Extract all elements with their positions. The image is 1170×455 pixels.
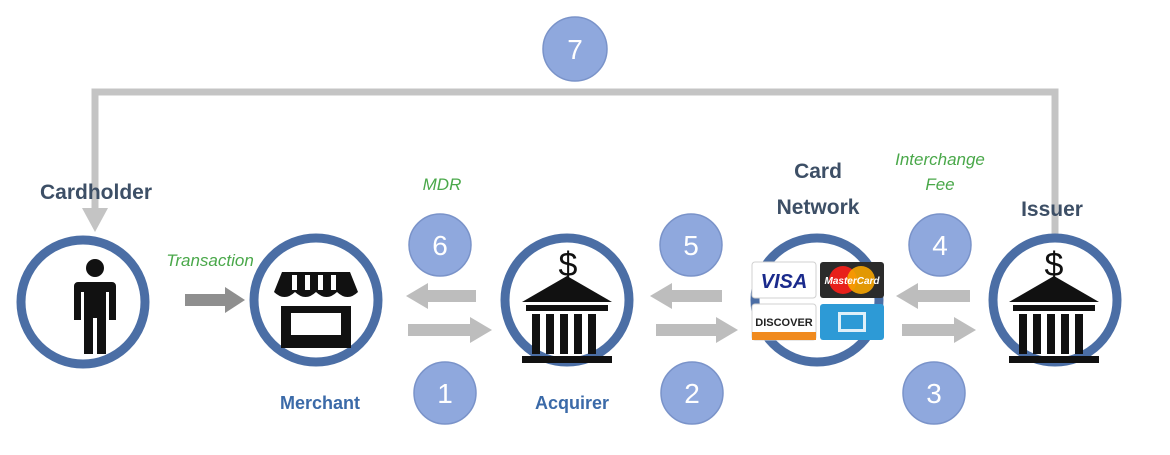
return-path-7 — [82, 88, 1059, 235]
discover-logo: DISCOVER — [755, 317, 813, 329]
svg-text:5: 5 — [683, 230, 699, 261]
transaction-arrow — [185, 287, 245, 313]
arrow-step-3 — [902, 317, 976, 343]
arrow-step-2 — [656, 317, 738, 343]
issuer-label: Issuer — [1021, 198, 1083, 221]
svg-text:6: 6 — [432, 230, 448, 261]
step-badge-1: 1 — [413, 361, 477, 425]
person-icon — [74, 259, 116, 354]
mastercard-logo: MasterCard — [824, 276, 880, 287]
acquirer-label: Acquirer — [535, 393, 609, 413]
transaction-label: Transaction — [166, 251, 254, 270]
bank-icon: $ — [522, 246, 612, 363]
svg-text:2: 2 — [684, 378, 700, 409]
interchange-label-line1: Interchange — [895, 150, 985, 169]
card-logos: VISA MasterCard DISCOVER — [751, 261, 884, 341]
storefront-icon — [274, 272, 358, 348]
card-network-label-line2: Network — [777, 196, 860, 219]
step-badge-3: 3 — [902, 361, 966, 425]
svg-text:$: $ — [559, 246, 578, 284]
step-badge-5: 5 — [659, 213, 723, 277]
arrow-step-5 — [650, 283, 722, 309]
interchange-label-line2: Fee — [925, 175, 954, 194]
svg-text:1: 1 — [437, 378, 453, 409]
bank-icon: $ — [1009, 246, 1099, 363]
arrow-step-6 — [406, 283, 476, 309]
card-network-ring — [750, 233, 884, 367]
step-badge-2: 2 — [660, 361, 724, 425]
arrow-step-1 — [408, 317, 492, 343]
svg-text:3: 3 — [926, 378, 942, 409]
svg-text:$: $ — [1045, 246, 1064, 284]
step-badge-6: 6 — [408, 213, 472, 277]
step-badge-4: 4 — [908, 213, 972, 277]
arrow-step-4 — [896, 283, 970, 309]
svg-text:4: 4 — [932, 230, 948, 261]
cardholder-ring — [16, 235, 150, 369]
cardholder-label: Cardholder — [40, 181, 152, 204]
step-badge-7: 7 — [542, 16, 608, 82]
card-network-label-line1: Card — [794, 160, 842, 183]
svg-text:7: 7 — [567, 34, 583, 65]
mdr-label: MDR — [423, 175, 462, 194]
merchant-label: Merchant — [280, 393, 360, 413]
visa-logo: VISA — [761, 271, 808, 293]
